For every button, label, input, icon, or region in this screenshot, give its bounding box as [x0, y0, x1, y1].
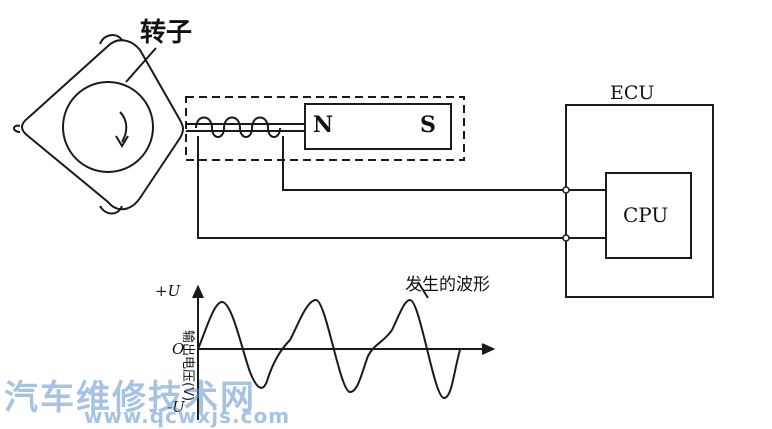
magnet-north-label: N: [313, 112, 334, 138]
waveform-curve: [197, 298, 461, 400]
sensor-housing: [185, 96, 465, 161]
rotor-tip-left: [13, 124, 21, 133]
rotor-tip-top: [99, 34, 123, 45]
waveform-leader: [417, 281, 429, 299]
rotor-label: 转子: [140, 18, 193, 48]
origin-label: O: [172, 340, 185, 358]
rotor-leader: [125, 47, 157, 83]
y-minus-label: -U: [167, 398, 185, 416]
y-plus-label: +U: [155, 282, 181, 300]
watermark-url: www.qcwxjs.com: [84, 404, 291, 428]
ecu-label: ECU: [610, 82, 655, 104]
watermark-text: 汽车维修技术网: [4, 378, 256, 418]
rotor-hub: [62, 81, 154, 173]
waveform-label: 发生的波形: [405, 275, 490, 295]
ecu-box: [565, 104, 714, 298]
signal-wire-lower: [197, 136, 566, 239]
signal-wire-upper: [282, 136, 566, 191]
magnet-south-label: S: [420, 112, 436, 138]
cpu-box: [605, 172, 692, 259]
coil-winding: [195, 116, 281, 138]
cpu-label: CPU: [623, 203, 669, 227]
permanent-magnet: [304, 103, 452, 150]
rotor-tip-bottom: [99, 205, 123, 215]
rotor-arrow: [119, 111, 128, 143]
rotor-body: [21, 39, 184, 211]
rotor-arrowhead: [115, 135, 129, 148]
